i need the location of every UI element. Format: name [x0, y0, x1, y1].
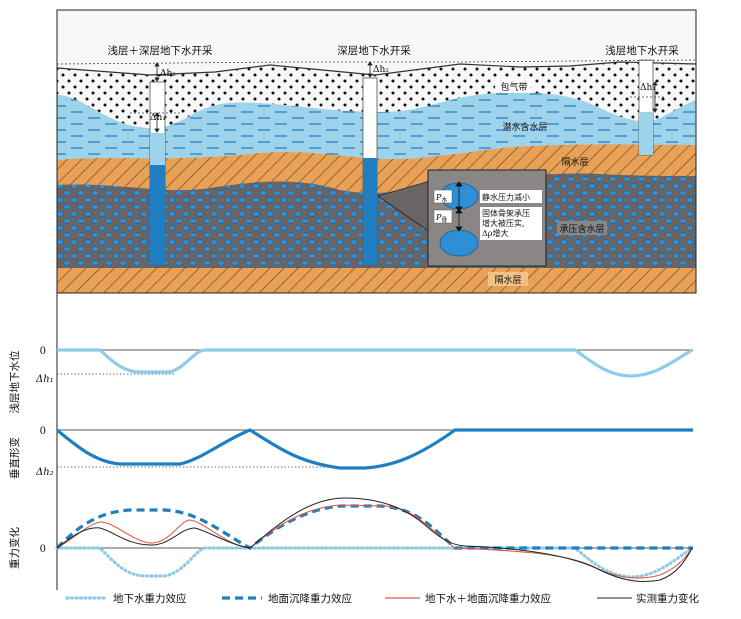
aquitard-lower-label-box: 隔水层: [488, 272, 528, 286]
aquitard-lower-hatch: [57, 268, 696, 293]
delta-h1-arrow-left: [154, 112, 160, 133]
grain-bottom: [439, 229, 479, 257]
subsidence-curve: [55, 428, 693, 470]
legend: 地下水重力效应 地面沉降重力效应 地下水＋地面沉降重力效应 实测重力变化: [65, 592, 699, 605]
ground-surface: [57, 61, 696, 76]
p-skeleton-desc-1: 固体骨架承压: [482, 208, 530, 218]
p-static-symbol: P水: [435, 193, 447, 204]
cross-section-frame: [56, 9, 697, 294]
legend-label-groundwater: 地下水重力效应: [113, 592, 187, 605]
p-skeleton-desc-3: Δρ增大: [482, 228, 508, 238]
aquitard-upper-label: 隔水层: [561, 156, 588, 168]
shallow-zero-tick: 0: [40, 346, 46, 357]
gravity-groundwater-curve: [55, 546, 694, 579]
aquitard-lower-label: 隔水层: [494, 274, 521, 286]
shallow-level-tick: Δh₁: [35, 374, 54, 385]
gravity-subsidence-curve: [55, 504, 693, 550]
well-left: [149, 81, 166, 266]
confined-label-box: 承压含水层: [557, 221, 607, 235]
gravity-ylabel: 重力变化: [8, 527, 21, 569]
panel-gravity: 0 重力变化: [8, 497, 694, 583]
legend-item-subsidence: 地面沉降重力效应: [222, 592, 352, 605]
subsidence-ylabel: 垂直形变: [8, 437, 21, 479]
delta-h1-arrow-right: [652, 81, 658, 113]
delta-h1-label-right: Δh₁: [640, 83, 656, 93]
well-middle: [362, 77, 378, 266]
subsidence-level-tick: Δh₂: [35, 467, 54, 478]
delta-h2-arrow-middle: [367, 61, 373, 78]
delta-h2-label-middle: Δh₂: [373, 65, 389, 75]
gravity-measured-curve: [56, 497, 693, 583]
p-static-desc: 静水压力减小: [482, 192, 530, 202]
aeration-label-box: 包气带: [495, 79, 533, 93]
confined-label: 承压含水层: [559, 223, 604, 235]
shallow-ylabel: 浅层地下水位: [8, 350, 21, 413]
p-skeleton-desc-2: 增大被压实,: [482, 218, 525, 228]
legend-item-measured: 实测重力变化: [597, 592, 699, 605]
original-ground-dotted: [57, 59, 696, 65]
panel-subsidence: 0 Δh₂ 垂直形变: [8, 426, 693, 479]
legend-label-subsidence: 地面沉降重力效应: [268, 592, 352, 605]
well-label-middle: 深层地下水开采: [337, 44, 411, 57]
arrow-skeleton: [455, 208, 463, 232]
well-label-left: 浅层＋深层地下水开采: [108, 44, 213, 57]
gravity-zero-tick: 0: [40, 544, 46, 555]
shallow-curve: [57, 348, 693, 378]
aeration-label: 包气带: [500, 81, 527, 93]
legend-item-groundwater: 地下水重力效应: [65, 592, 187, 605]
well-right: [638, 59, 654, 156]
phreatic-label: 潜水含水层: [502, 121, 547, 133]
delta-h1-label-left: Δh₁: [150, 113, 166, 123]
cross-section: Δh₂ Δh₁ Δh₂ Δh₁ 包气带 潜水含水层 隔水层 承压含水层 隔水层: [57, 10, 696, 293]
legend-label-measured: 实测重力变化: [636, 592, 699, 605]
pressure-inset: P水 P骨 静水压力减小 固体骨架承压 增大被压实, Δρ增大: [377, 169, 547, 267]
legend-label-combined: 地下水＋地面沉降重力效应: [425, 592, 551, 605]
gravity-combined-curve: [56, 504, 693, 579]
legend-item-combined: 地下水＋地面沉降重力效应: [385, 592, 551, 605]
well-label-right: 浅层地下水开采: [605, 44, 679, 57]
delta-h2-arrow-left: [154, 62, 160, 82]
panel-shallow: 0 Δh₁ 浅层地下水位: [8, 346, 693, 414]
delta-h2-label-left: Δh₂: [160, 69, 176, 79]
p-skeleton-symbol: P骨: [435, 213, 447, 224]
subsidence-zero-tick: 0: [40, 426, 46, 437]
